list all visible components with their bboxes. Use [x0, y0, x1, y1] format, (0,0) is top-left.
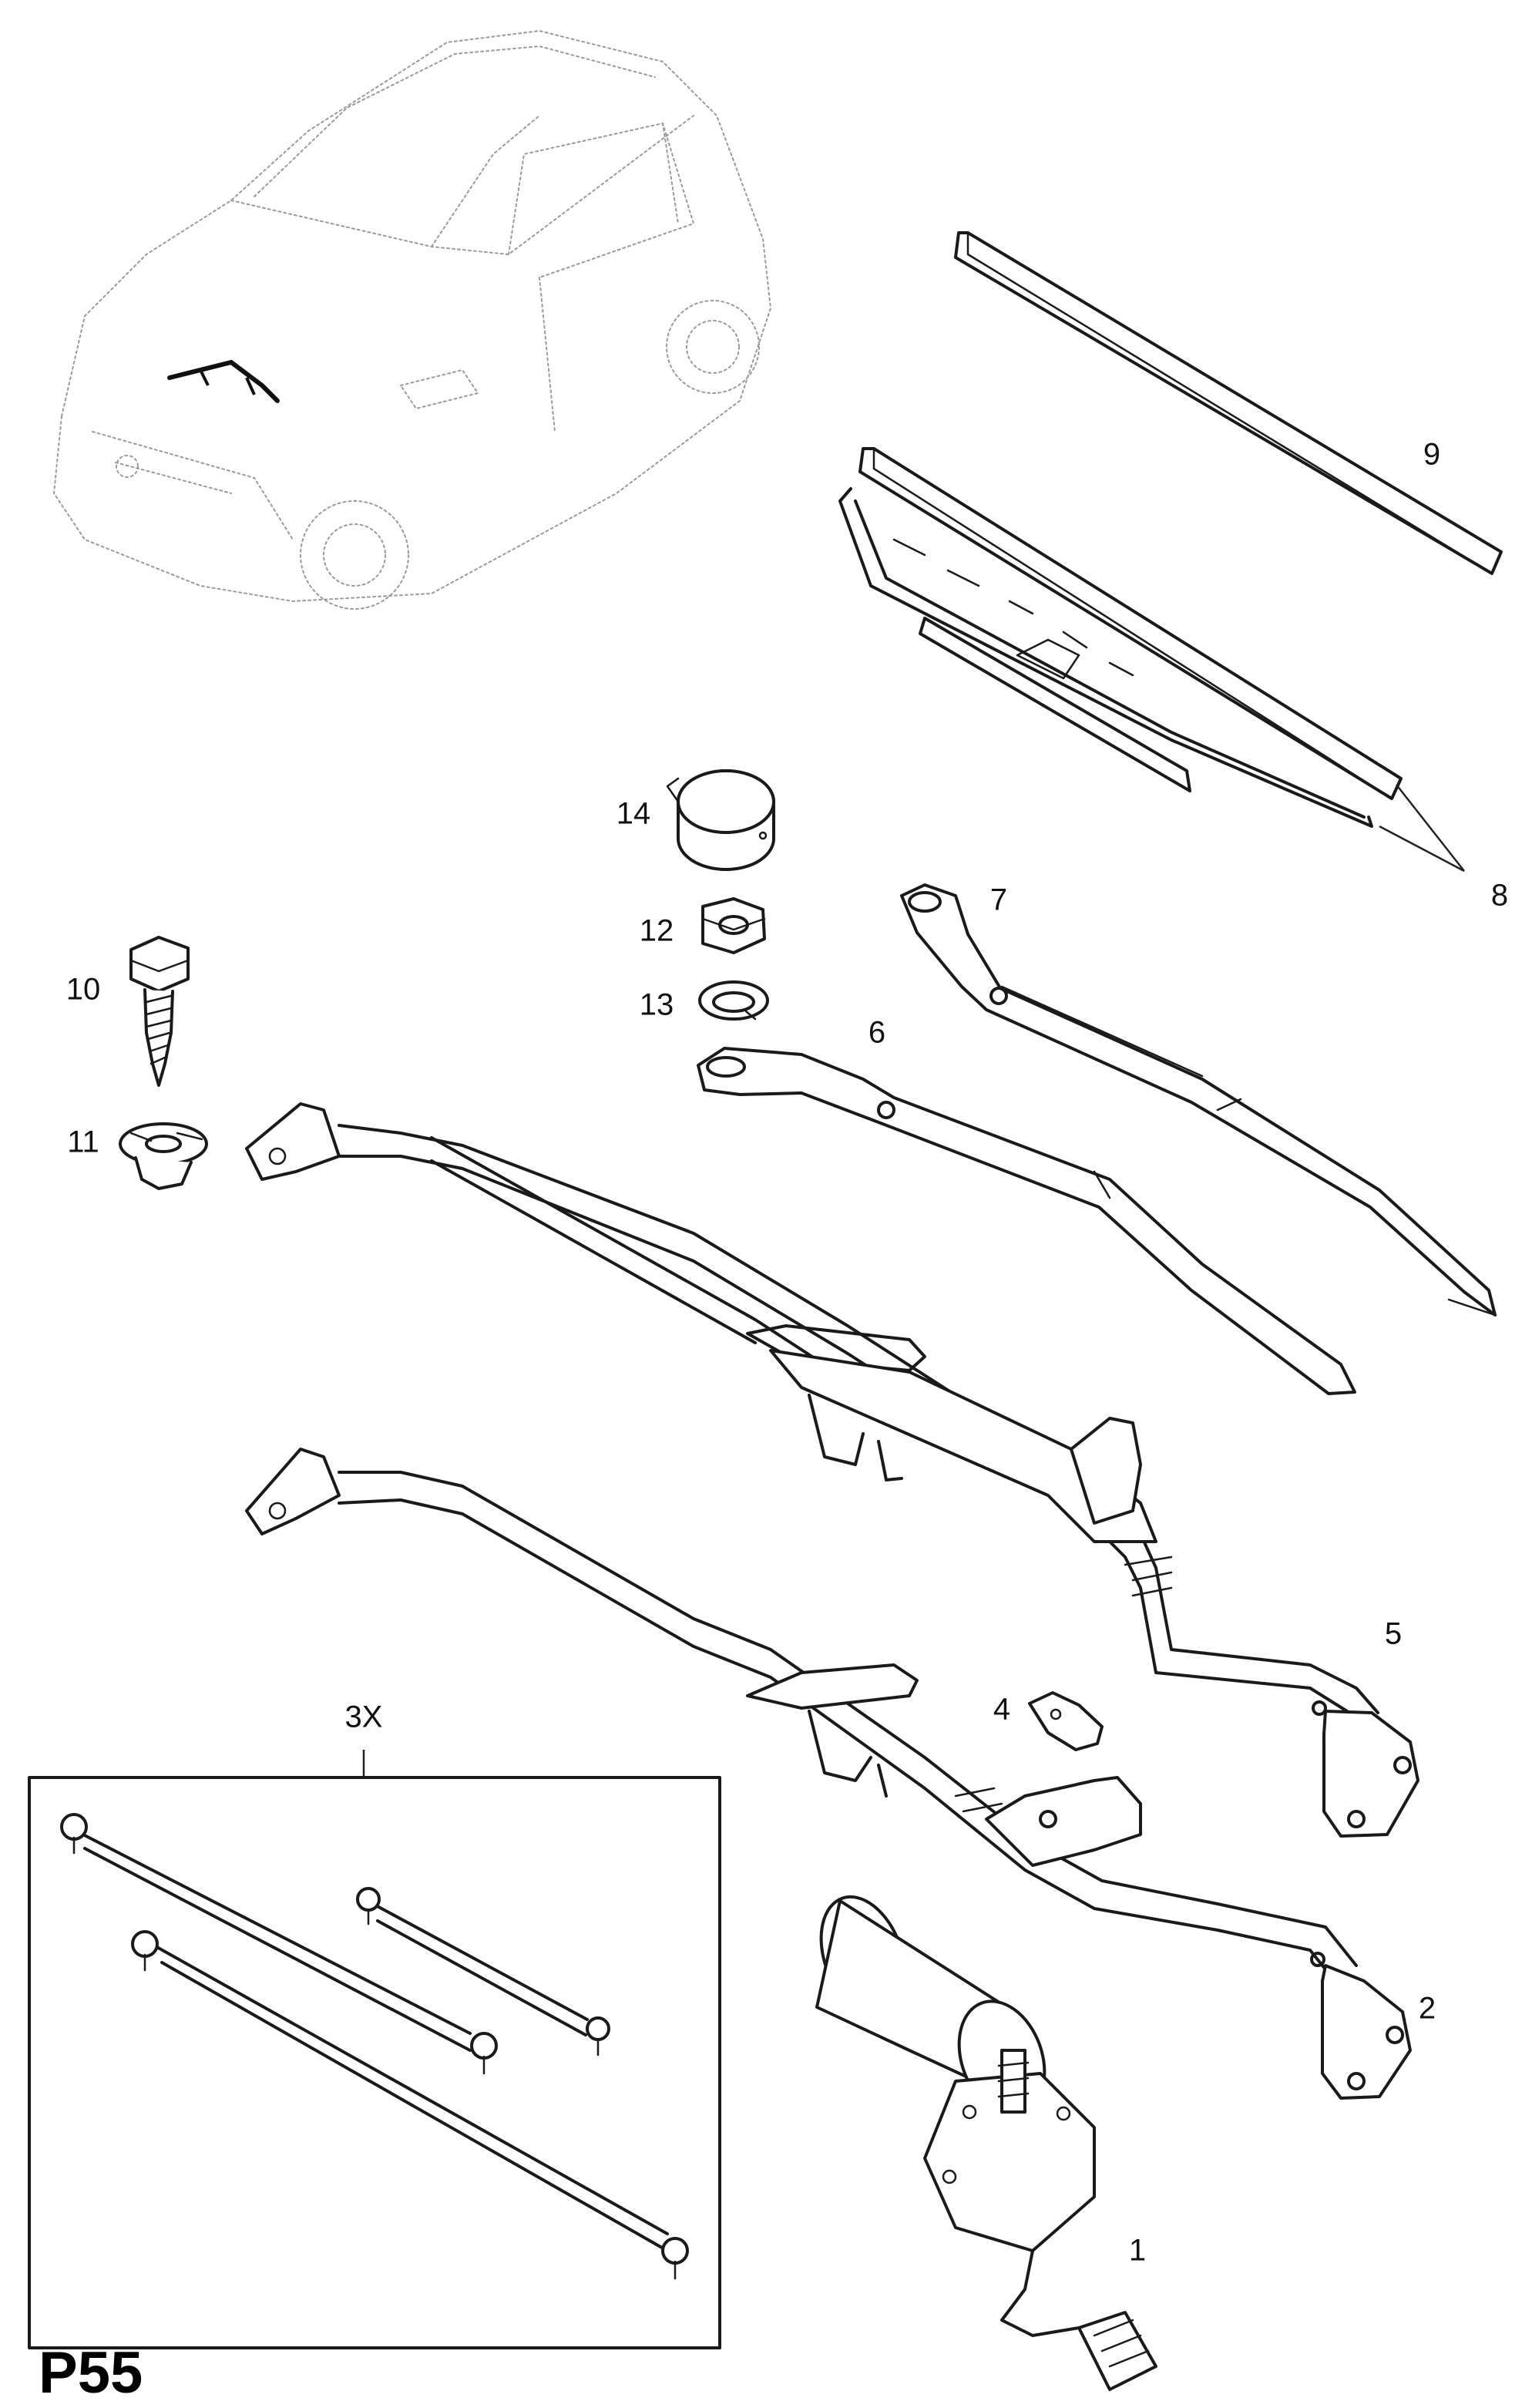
vehicle-location-sketch [53, 30, 771, 610]
callout-4: 4 [993, 1693, 1010, 1727]
nut-cap [666, 769, 775, 871]
page-id: P55 [39, 2340, 143, 2406]
clip-nut [119, 1122, 208, 1190]
hex-bolt [129, 936, 190, 1087]
hex-nut [701, 897, 766, 954]
callout-3x: 3X [345, 1700, 383, 1734]
callout-2: 2 [1419, 1992, 1436, 2026]
callout-10: 10 [66, 973, 101, 1007]
wiper-blade [838, 447, 1403, 828]
callout-leader-8 [1379, 784, 1465, 873]
callout-1: 1 [1129, 2234, 1146, 2268]
wiper-arm-passenger [900, 883, 1497, 1317]
wiper-motor [815, 1895, 1157, 2391]
callout-14: 14 [616, 797, 651, 831]
wiper-blade-rubber [954, 231, 1503, 575]
spring-washer [698, 980, 769, 1021]
callout-12: 12 [640, 914, 674, 948]
callout-8: 8 [1491, 879, 1508, 913]
callout-9: 9 [1423, 438, 1440, 472]
callout-6: 6 [868, 1016, 885, 1050]
callout-7: 7 [990, 883, 1007, 917]
callout-5: 5 [1385, 1617, 1402, 1651]
wiper-linkage-with-motor [245, 1102, 1419, 1838]
bracket-plate [1028, 1691, 1104, 1751]
linkage-rods-kit [28, 1750, 721, 2349]
wiper-arm-driver [697, 1047, 1356, 1395]
wiper-linkage [245, 1448, 1412, 2100]
callout-13: 13 [640, 988, 674, 1022]
callout-11: 11 [67, 1125, 99, 1159]
